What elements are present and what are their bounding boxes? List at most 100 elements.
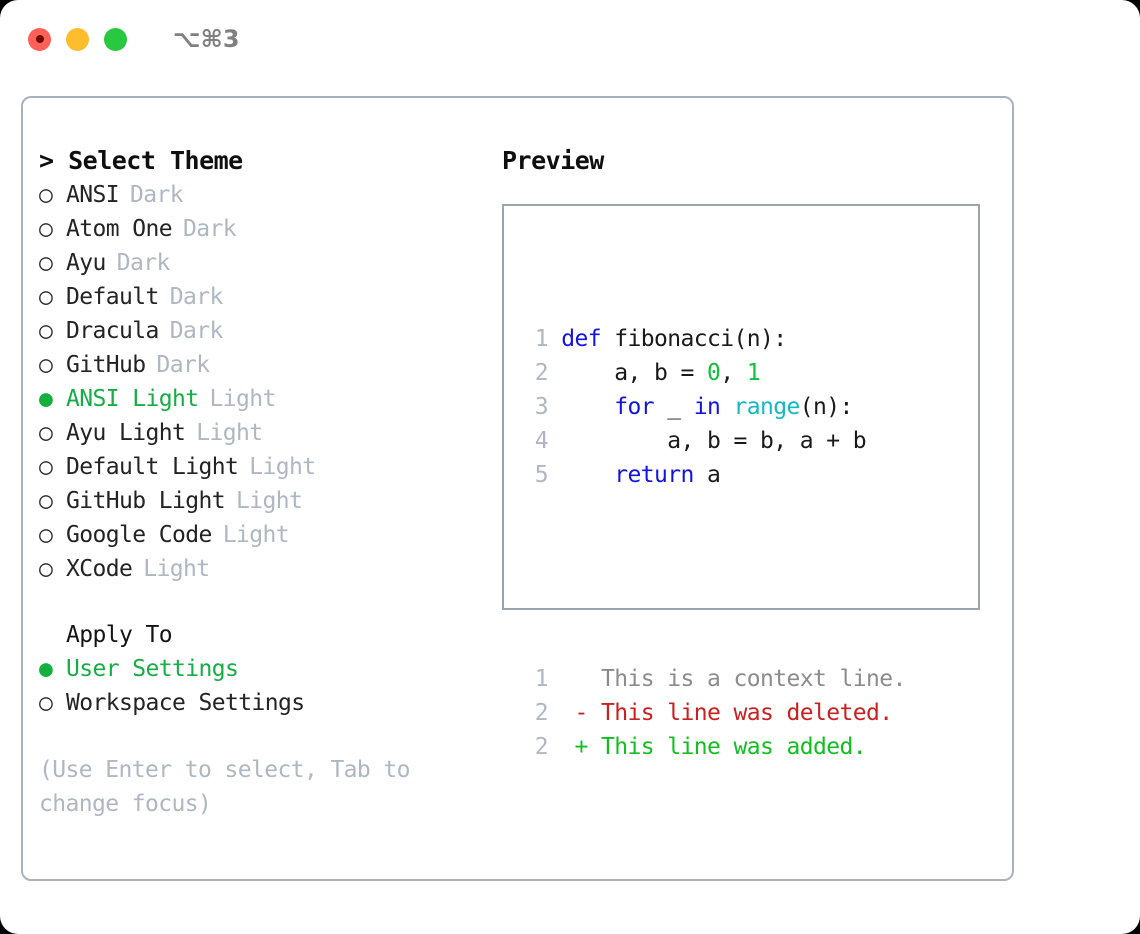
- theme-kind-label: Dark: [156, 352, 210, 378]
- theme-kind-label: Dark: [169, 318, 224, 344]
- radio-unselected-icon[interactable]: ○: [39, 454, 53, 480]
- theme-name-label: Google Code: [66, 522, 212, 548]
- theme-name-label: Atom One: [66, 216, 173, 242]
- theme-kind-label: Dark: [130, 182, 184, 208]
- close-button-icon[interactable]: [28, 27, 51, 51]
- theme-name-label: Ayu Light: [66, 420, 186, 446]
- theme-name-label: Default Light: [66, 454, 239, 480]
- code-token-plain: a: [693, 462, 721, 488]
- apply-to-section: Apply To ●User Settings○Workspace Settin…: [39, 618, 499, 720]
- theme-name-label: XCode: [66, 556, 133, 582]
- code-token-plain: [561, 462, 614, 488]
- theme-kind-label: Light: [222, 522, 290, 548]
- theme-name-label: Dracula: [66, 318, 159, 344]
- line-number: 5: [534, 462, 549, 488]
- theme-name-label: Ayu: [66, 250, 106, 276]
- diff-text: This line was deleted.: [601, 700, 893, 726]
- apply-to-label: User Settings: [66, 656, 239, 682]
- radio-unselected-icon[interactable]: ○: [39, 284, 53, 310]
- radio-unselected-icon[interactable]: ○: [39, 318, 53, 344]
- select-theme-header: > Select Theme: [39, 146, 243, 175]
- code-token-plain: _: [654, 394, 694, 420]
- theme-name-label: GitHub: [66, 352, 146, 378]
- theme-list-item[interactable]: ● ANSI Light Light: [39, 382, 499, 416]
- maximize-button-icon[interactable]: [104, 27, 127, 51]
- code-token-plain: ,: [720, 360, 747, 386]
- theme-list-item[interactable]: ○ Google Code Light: [39, 518, 499, 552]
- line-number: 1: [534, 326, 549, 352]
- theme-list-item[interactable]: ○ Atom One Dark: [39, 212, 499, 246]
- theme-kind-label: Dark: [116, 250, 171, 276]
- diff-block: 1 This is a context line. 2 - This line w…: [522, 662, 907, 764]
- diff-gutter-space: [548, 666, 575, 692]
- radio-unselected-icon[interactable]: ○: [39, 250, 53, 276]
- code-token-kw: return: [614, 462, 694, 488]
- code-token-kw: def: [561, 326, 601, 352]
- code-token-plain: [561, 394, 614, 420]
- radio-unselected-icon[interactable]: ○: [39, 488, 53, 514]
- radio-unselected-icon[interactable]: ○: [39, 556, 53, 582]
- radio-unselected-icon[interactable]: ○: [39, 690, 53, 716]
- diff-marker: +: [574, 734, 601, 760]
- diff-gutter-space: [548, 734, 575, 760]
- line-number: 4: [534, 428, 549, 454]
- theme-kind-label: Light: [235, 488, 303, 514]
- theme-list-item[interactable]: ○ Default Light Light: [39, 450, 499, 484]
- apply-to-option[interactable]: ● User Settings: [39, 652, 499, 686]
- minimize-button-icon[interactable]: [66, 27, 89, 51]
- diff-marker: -: [574, 700, 601, 726]
- preview-column: Preview 1 def fibonacci(n):2 a, b = 0, 1…: [502, 144, 1002, 760]
- radio-unselected-icon[interactable]: ○: [39, 420, 53, 446]
- keyboard-shortcut-label: ⌥⌘3: [173, 25, 240, 53]
- code-token-num: 0: [706, 360, 721, 386]
- line-number: 3: [534, 394, 549, 420]
- code-token-plain: [720, 394, 733, 420]
- diff-text: This is a context line.: [601, 666, 906, 692]
- code-gutter-space: [548, 360, 561, 386]
- radio-unselected-icon[interactable]: ○: [39, 352, 53, 378]
- traffic-lights: [28, 27, 127, 51]
- radio-unselected-icon[interactable]: ○: [39, 182, 53, 208]
- apply-to-option[interactable]: ○ Workspace Settings: [39, 686, 499, 720]
- radio-selected-icon[interactable]: ●: [39, 386, 53, 412]
- diff-text: This line was added.: [601, 734, 867, 760]
- code-token-fn: range: [733, 394, 801, 420]
- theme-list-item[interactable]: ○ Dracula Dark: [39, 314, 499, 348]
- radio-unselected-icon[interactable]: ○: [39, 522, 53, 548]
- keyboard-hint-text: (Use Enter to select, Tab to change focu…: [39, 757, 411, 817]
- code-gutter-space: [548, 394, 561, 420]
- preview-header: Preview: [502, 146, 604, 175]
- apply-to-list[interactable]: ● User Settings ○ Workspace Settings: [39, 652, 499, 720]
- code-diff-spacer: [522, 560, 906, 594]
- line-number: 2: [534, 734, 549, 760]
- recording-dot-icon: [35, 35, 44, 43]
- theme-name-label: ANSI Light: [66, 386, 199, 412]
- radio-unselected-icon[interactable]: ○: [39, 216, 53, 242]
- apply-to-label: Workspace Settings: [66, 690, 305, 716]
- diff-line: 2 - This line was deleted.: [522, 696, 906, 730]
- theme-list-item[interactable]: ○ GitHub Dark: [39, 348, 499, 382]
- theme-kind-label: Dark: [182, 216, 237, 242]
- line-number: 1: [534, 666, 549, 692]
- code-line: 1 def fibonacci(n):: [522, 322, 906, 356]
- theme-list-item[interactable]: ○ Ayu Dark: [39, 246, 499, 280]
- code-line: 2 a, b = 0, 1: [522, 356, 906, 390]
- radio-selected-icon[interactable]: ●: [39, 656, 53, 682]
- diff-line: 2 + This line was added.: [522, 730, 906, 764]
- diff-marker: [575, 666, 602, 692]
- theme-kind-label: Light: [249, 454, 316, 480]
- theme-kind-label: Light: [209, 386, 276, 412]
- code-token-plain: a, b = b, a + b: [561, 428, 866, 454]
- theme-kind-label: Dark: [169, 284, 224, 310]
- code-gutter-space: [548, 462, 561, 488]
